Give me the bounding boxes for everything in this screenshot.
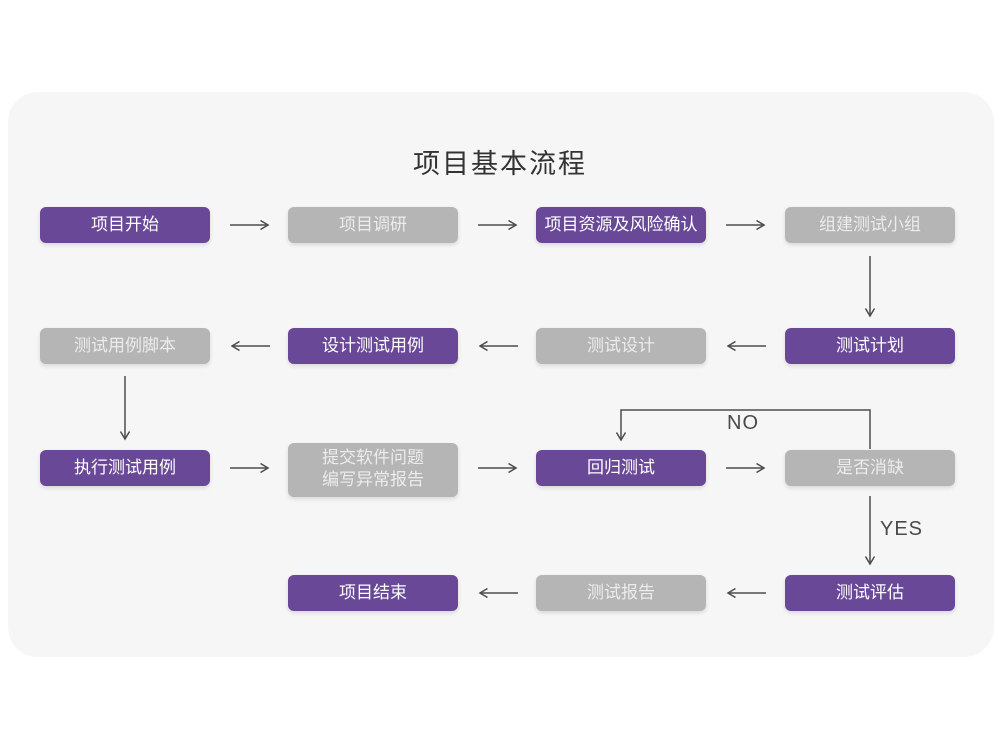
node-test-design: 测试设计 — [536, 328, 706, 364]
node-execute-test-cases: 执行测试用例 — [40, 450, 210, 486]
node-test-report: 测试报告 — [536, 575, 706, 611]
node-design-test-cases: 设计测试用例 — [288, 328, 458, 364]
node-test-evaluation: 测试评估 — [785, 575, 955, 611]
node-build-test-team: 组建测试小组 — [785, 207, 955, 243]
node-test-plan: 测试计划 — [785, 328, 955, 364]
node-regression-test: 回归测试 — [536, 450, 706, 486]
node-project-end: 项目结束 — [288, 575, 458, 611]
yes-edge-label: YES — [880, 518, 924, 540]
node-project-research: 项目调研 — [288, 207, 458, 243]
diagram-title: 项目基本流程 — [413, 149, 587, 179]
node-project-start: 项目开始 — [40, 207, 210, 243]
node-defect-cleared: 是否消缺 — [785, 450, 955, 486]
node-test-case-script: 测试用例脚本 — [40, 328, 210, 364]
node-resources-risk: 项目资源及风险确认 — [536, 207, 706, 243]
node-submit-issue-report: 提交软件问题 编写异常报告 — [288, 443, 458, 497]
flowchart-card — [8, 92, 994, 657]
no-edge-label: NO — [727, 412, 759, 434]
